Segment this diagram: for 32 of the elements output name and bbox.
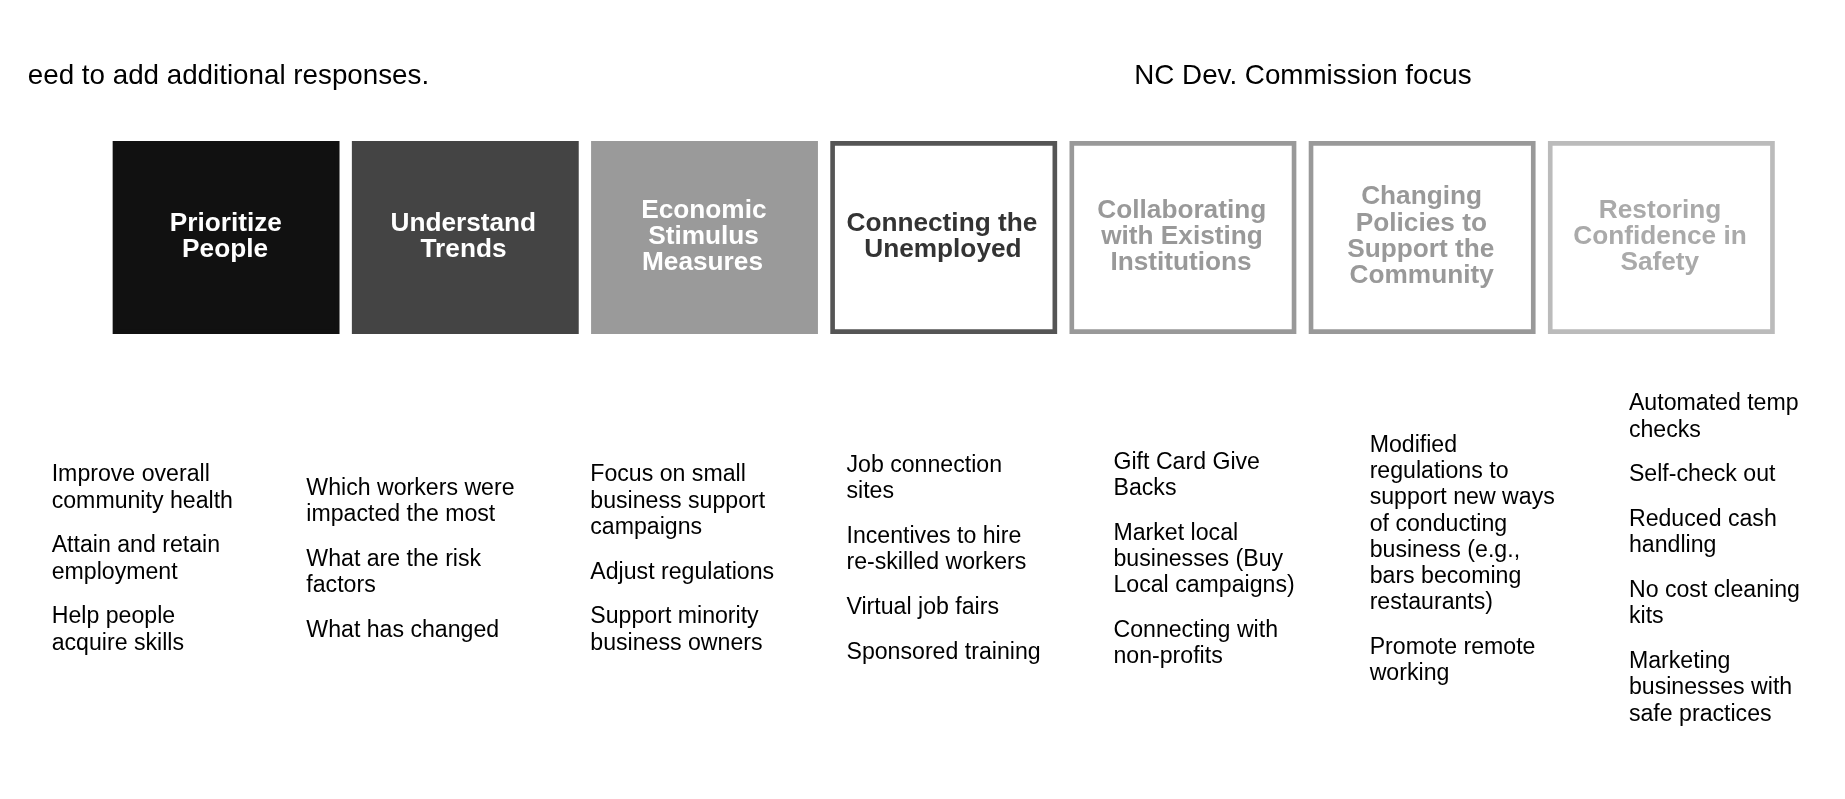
- node-label: Incentives to hire re-skilled workers: [846, 522, 1027, 575]
- node-label: Market local businesses (Buy Local campaigns): [1113, 518, 1295, 598]
- node-box: Collaborating with Existing Institutions: [1069, 141, 1297, 334]
- node-label: Sponsored training: [846, 637, 1041, 664]
- node-label: Gift Card Give Backs: [1113, 447, 1260, 501]
- node-label: Help people acquire skills: [51, 602, 185, 655]
- node-label: Marketing businesses with safe practices: [1628, 647, 1793, 726]
- node-label: Attain and retain employment: [51, 531, 221, 584]
- node-box: Understand Trends: [351, 141, 579, 334]
- node-label: Job connection sites: [846, 451, 1003, 504]
- node-label: Promote remote working: [1369, 633, 1536, 686]
- node-label: Support minority business owners: [590, 602, 763, 655]
- node-label: Connecting with non-profits: [1113, 616, 1279, 669]
- node-label: Which workers were impacted the most: [306, 474, 515, 527]
- node-box: Changing Policies to Support the Community: [1308, 141, 1536, 334]
- label: NC Dev. Commission focus: [1134, 58, 1472, 90]
- node-box: Economic Stimulus Measures: [591, 141, 818, 334]
- node-box: Restoring Confidence in Safety: [1547, 141, 1775, 334]
- node-label: Virtual job fairs: [846, 593, 1000, 620]
- node-label: No cost cleaning kits: [1628, 576, 1800, 629]
- node-label: Focus on small business support campaigns: [590, 460, 766, 539]
- node-label: Improve overall community health: [51, 460, 233, 513]
- node-label: What has changed: [306, 616, 500, 643]
- node-label: Reduced cash handling: [1628, 505, 1777, 558]
- label: eed to add additional responses.: [27, 58, 430, 90]
- node-label: Self-check out: [1628, 460, 1776, 487]
- node-label: Automated temp checks: [1628, 389, 1799, 442]
- node-label: What are the risk factors: [306, 545, 482, 598]
- node-label: Adjust regulations: [590, 557, 775, 584]
- node-box: Connecting the Unemployed: [830, 141, 1058, 334]
- node-label: Modified regulations to support new ways of conducting business (e.g., bars becoming restaurants): [1369, 430, 1555, 615]
- node-box: Prioritize People: [112, 141, 340, 334]
